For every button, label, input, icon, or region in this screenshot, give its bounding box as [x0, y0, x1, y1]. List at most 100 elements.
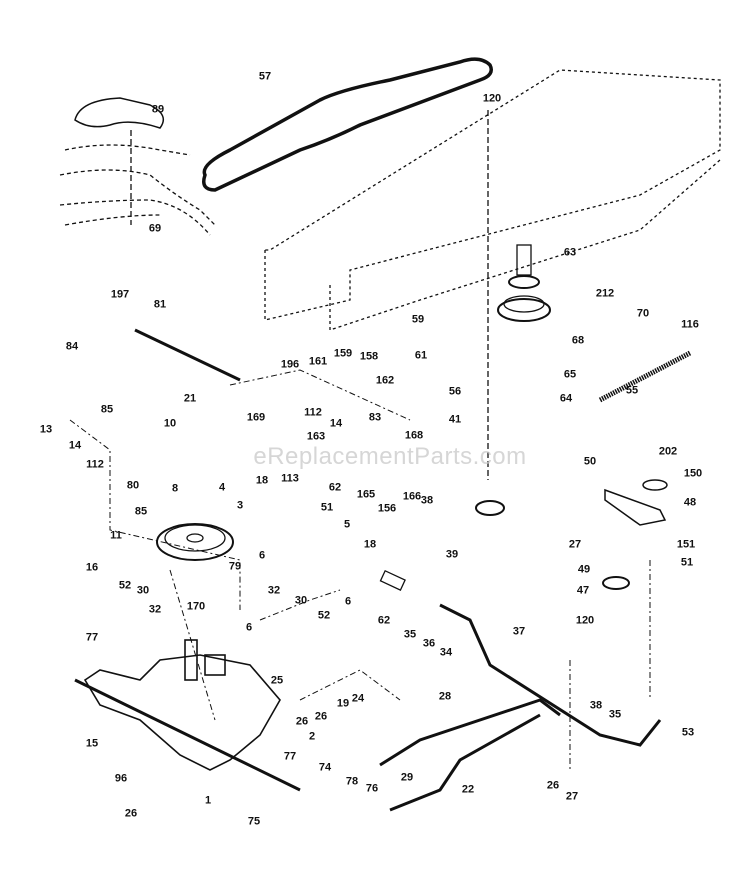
transaxle [74, 639, 301, 792]
part-number-label: 30 [136, 584, 150, 597]
part-number-label: 76 [365, 782, 379, 795]
part-number-label: 34 [439, 646, 453, 659]
part-number-label: 26 [295, 715, 309, 728]
dashed-connectors [69, 369, 651, 770]
part-number-label: 84 [65, 340, 79, 353]
part-number-label: 22 [461, 783, 475, 796]
part-number-label: 14 [68, 439, 82, 452]
part-number-label: 74 [318, 761, 332, 774]
drive-belt [202, 57, 493, 192]
part-number-label: 77 [85, 631, 99, 644]
part-number-label: 35 [608, 708, 622, 721]
part-number-label: 30 [294, 594, 308, 607]
part-number-label: 6 [258, 549, 266, 562]
part-number-label: 120 [482, 92, 502, 105]
part-number-label: 68 [571, 334, 585, 347]
part-number-label: 48 [683, 496, 697, 509]
part-number-label: 63 [563, 246, 577, 259]
part-number-label: 36 [422, 637, 436, 650]
part-number-label: 4 [218, 481, 226, 494]
part-number-label: 55 [625, 384, 639, 397]
part-number-label: 59 [411, 313, 425, 326]
part-number-label: 166 [402, 490, 422, 503]
part-number-label: 70 [636, 307, 650, 320]
part-number-label: 96 [114, 772, 128, 785]
part-number-label: 49 [577, 563, 591, 576]
part-number-label: 6 [344, 595, 352, 608]
part-number-label: 150 [683, 467, 703, 480]
part-number-label: 162 [375, 374, 395, 387]
part-number-label: 27 [568, 538, 582, 551]
fender-part [59, 97, 216, 236]
part-number-label: 38 [589, 699, 603, 712]
idler-bracket [475, 479, 668, 590]
part-number-label: 26 [546, 779, 560, 792]
part-number-label: 18 [255, 474, 269, 487]
part-number-label: 65 [563, 368, 577, 381]
pulley-part-3 [156, 523, 234, 561]
part-number-label: 2 [308, 730, 316, 743]
part-number-label: 41 [448, 413, 462, 426]
part-number-label: 112 [86, 458, 104, 471]
part-number-label: 1 [204, 794, 212, 807]
part-number-label: 11 [110, 529, 122, 542]
part-number-label: 25 [270, 674, 284, 687]
part-number-label: 165 [356, 488, 376, 501]
part-number-label: 52 [317, 609, 331, 622]
part-number-label: 3 [236, 499, 244, 512]
part-number-label: 61 [414, 349, 428, 362]
part-number-label: 79 [228, 560, 242, 573]
part-number-label: 26 [124, 807, 138, 820]
part-number-label: 5 [343, 518, 351, 531]
part-number-label: 151 [676, 538, 696, 551]
part-number-label: 53 [681, 726, 695, 739]
part-number-label: 6 [245, 621, 253, 634]
part-number-label: 202 [658, 445, 678, 458]
part-number-label: 168 [404, 429, 424, 442]
part-number-label: 64 [559, 392, 573, 405]
part-number-label: 212 [595, 287, 615, 300]
part-number-label: 197 [110, 288, 130, 301]
part-number-label: 83 [368, 411, 382, 424]
part-number-label: 51 [320, 501, 334, 514]
part-number-label: 57 [258, 70, 272, 83]
part-number-label: 116 [681, 318, 699, 331]
part-number-label: 113 [281, 472, 299, 485]
part-number-label: 15 [85, 737, 99, 750]
part-number-label: 50 [583, 455, 597, 468]
part-number-label: 158 [359, 350, 379, 363]
part-number-label: 51 [680, 556, 694, 569]
part-number-label: 19 [336, 697, 350, 710]
part-number-label: 75 [247, 815, 261, 828]
part-number-label: 80 [126, 479, 140, 492]
part-number-label: 112 [304, 406, 322, 419]
part-number-label: 62 [328, 481, 342, 494]
part-number-label: 37 [512, 625, 526, 638]
spring-55 [598, 350, 692, 403]
shaft-part-81 [134, 328, 241, 382]
part-number-label: 26 [314, 710, 328, 723]
part-number-label: 16 [85, 561, 99, 574]
part-number-label: 47 [576, 584, 590, 597]
watermark: eReplacementParts.com [253, 443, 527, 470]
part-number-label: 29 [400, 771, 414, 784]
part-number-label: 35 [403, 628, 417, 641]
part-number-label: 78 [345, 775, 359, 788]
part-number-label: 18 [363, 538, 377, 551]
part-number-label: 8 [171, 482, 179, 495]
part-number-label: 24 [351, 692, 365, 705]
part-number-label: 32 [267, 584, 281, 597]
part-number-label: 163 [306, 430, 326, 443]
part-number-label: 161 [308, 355, 328, 368]
part-number-label: 85 [134, 505, 148, 518]
part-number-label: 81 [153, 298, 167, 311]
part-number-label: 10 [163, 417, 177, 430]
part-number-label: 21 [183, 392, 197, 405]
part-number-label: 52 [118, 579, 132, 592]
pulley-part-63 [487, 110, 551, 480]
part-number-label: 196 [280, 358, 300, 371]
part-number-label: 77 [283, 750, 297, 763]
control-rods [379, 569, 662, 812]
